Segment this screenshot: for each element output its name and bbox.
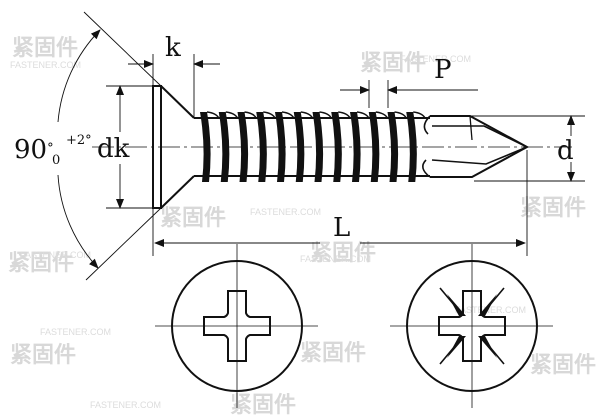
label-angle-upper: +2° xyxy=(66,133,92,148)
watermark-text: 紧固件 xyxy=(160,205,226,230)
drill-point xyxy=(422,115,530,178)
watermark-site: FASTENER.COM xyxy=(90,400,161,410)
watermark-layer: 紧固件 FASTENER.COM 紧固件 FASTENER.COM 紧固件 FA… xyxy=(8,35,596,417)
thread-crest xyxy=(206,111,220,119)
label-l: L xyxy=(333,213,350,243)
watermark-text: 紧固件 xyxy=(10,342,76,367)
thread-coil xyxy=(218,112,230,182)
watermark-site: FASTENER.COM xyxy=(20,250,91,260)
watermark-text: 紧固件 xyxy=(300,340,366,365)
thread-coil xyxy=(256,112,267,182)
thread-coil xyxy=(387,112,399,182)
thread-coils xyxy=(200,111,426,182)
cross-recess-pz-icon xyxy=(438,287,506,365)
label-dk: dk xyxy=(97,134,130,164)
screw-shank xyxy=(194,111,430,182)
thread-coil xyxy=(275,112,286,182)
watermark-text: 紧固件 xyxy=(360,50,426,75)
thread-crest xyxy=(338,111,351,119)
thread-crest xyxy=(300,111,314,119)
dimension-l: L xyxy=(152,150,528,256)
watermark-text: 紧固件 xyxy=(230,392,296,417)
thread-coil xyxy=(368,112,380,182)
thread-coil xyxy=(331,112,342,182)
watermark-text: 紧固件 xyxy=(520,195,586,220)
thread-coil xyxy=(312,112,324,182)
watermark-site: FASTENER.COM xyxy=(400,54,471,64)
dimension-k: k xyxy=(128,33,220,118)
thread-crest xyxy=(225,111,239,119)
thread-crest xyxy=(356,111,370,119)
label-angle: 90° xyxy=(14,135,54,165)
cross-recess-ph-icon xyxy=(203,290,271,362)
dimension-pitch: P xyxy=(340,55,478,108)
watermark-text: 紧固件 xyxy=(12,35,78,60)
thread-crest xyxy=(413,111,426,119)
watermark-text: 紧固件 xyxy=(530,352,596,377)
dimension-d: d xyxy=(432,115,585,182)
thread-crest xyxy=(375,111,389,119)
watermark-site: FASTENER.COM xyxy=(455,305,526,315)
thread-crest xyxy=(244,111,257,119)
thread-coil xyxy=(237,112,249,182)
thread-crest xyxy=(319,111,332,119)
thread-crest xyxy=(281,111,295,119)
thread-coil xyxy=(200,112,211,182)
dimension-dk: dk xyxy=(97,85,153,209)
head-view-phillips xyxy=(155,244,318,408)
watermark-site: FASTENER.COM xyxy=(300,254,371,264)
label-d: d xyxy=(557,136,574,166)
watermark-site: FASTENER.COM xyxy=(10,60,81,70)
dimension-angle: 90° +2° 0 xyxy=(14,11,162,281)
thread-crest xyxy=(263,111,276,119)
label-p: P xyxy=(434,55,452,85)
thread-coil xyxy=(406,112,417,182)
thread-crest xyxy=(394,111,407,119)
watermark-text: 紧固件 xyxy=(8,250,74,275)
thread-coil xyxy=(350,112,361,182)
watermark-site: FASTENER.COM xyxy=(250,207,321,217)
label-k: k xyxy=(165,33,181,63)
watermark-site: FASTENER.COM xyxy=(40,327,111,337)
watermark-text: 紧固件 xyxy=(310,240,376,265)
label-angle-lower: 0 xyxy=(52,153,60,168)
head-view-pozidriv xyxy=(390,244,553,408)
thread-coil xyxy=(293,112,305,182)
